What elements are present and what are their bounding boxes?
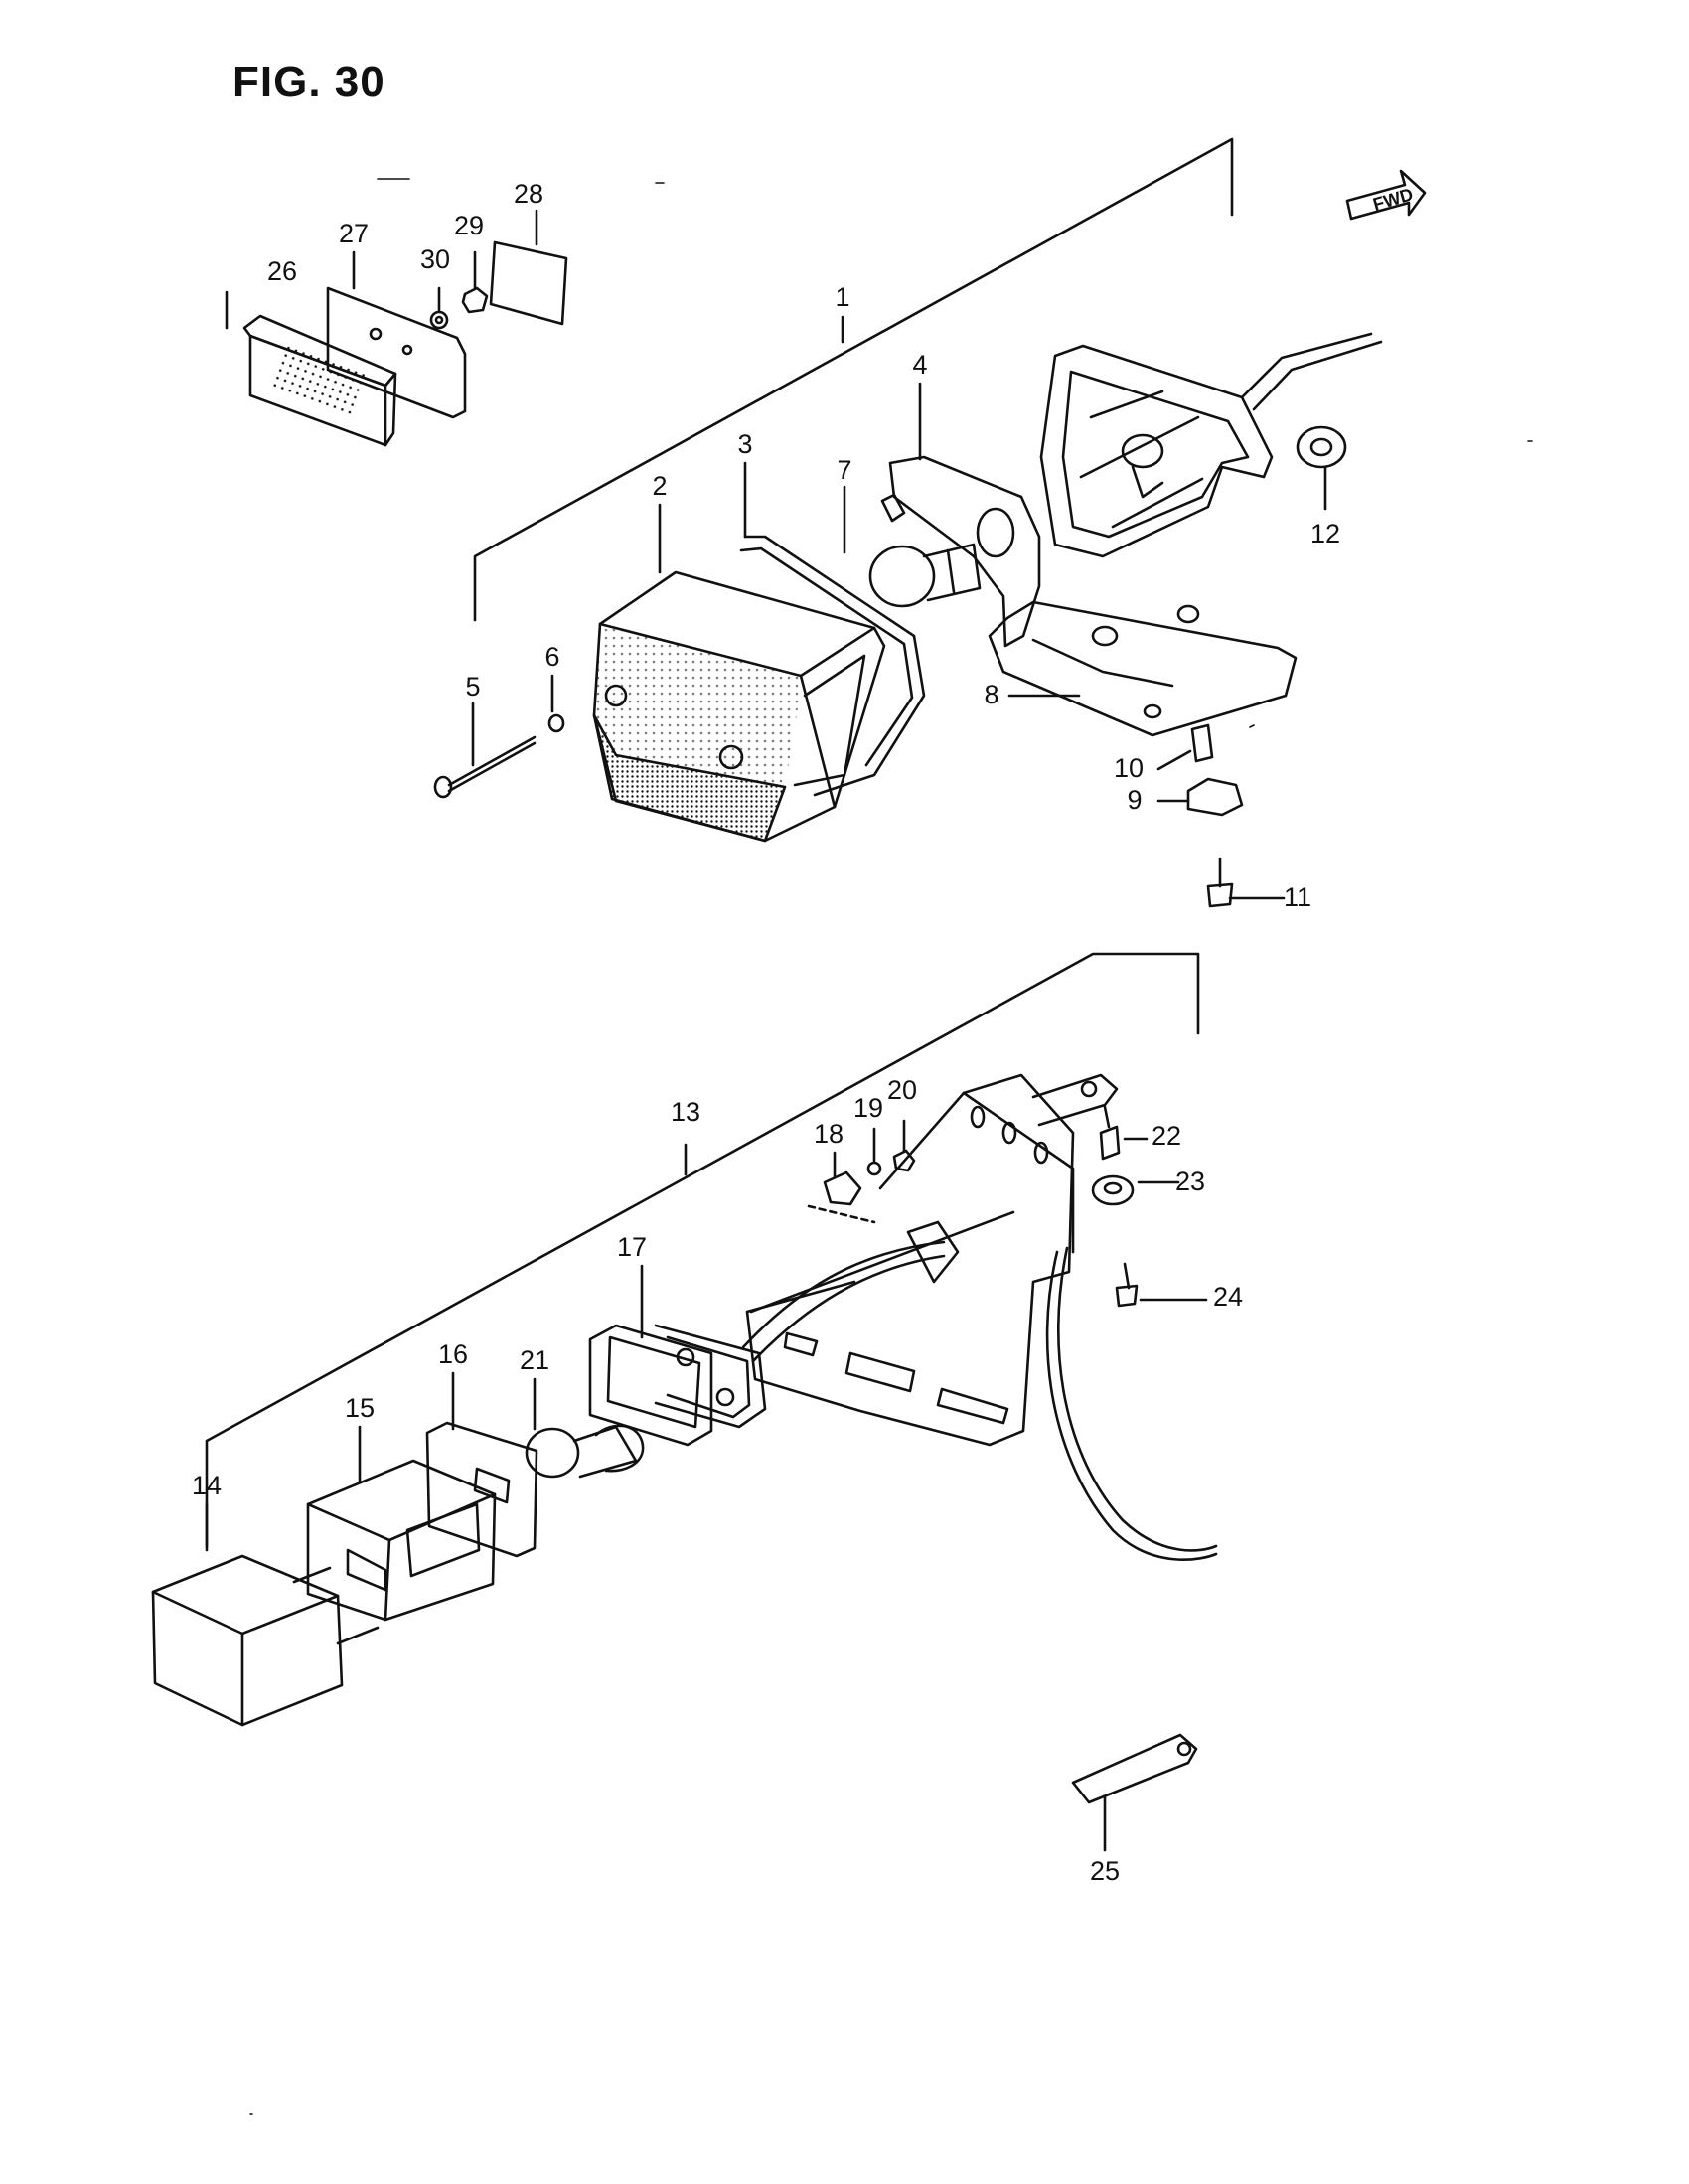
callout-19: 19	[853, 1093, 883, 1123]
figure-title: FIG. 30	[232, 58, 385, 106]
screw-5	[433, 702, 537, 799]
assembly-13-bracket	[205, 952, 1200, 1548]
callout-4: 4	[912, 350, 927, 380]
clamp-25	[1071, 1733, 1198, 1852]
bolt-24	[1115, 1262, 1208, 1308]
tail-lens-2	[592, 503, 886, 843]
socket-gasket-17	[588, 1264, 767, 1447]
housing-base-8	[988, 332, 1383, 737]
lens-14	[151, 1502, 380, 1727]
callout-24: 24	[1213, 1282, 1243, 1312]
callout-18: 18	[814, 1119, 844, 1149]
callout-29: 29	[454, 211, 484, 240]
nut-18	[807, 1151, 876, 1224]
reflector-26	[225, 290, 397, 447]
fwd-arrow-icon	[1345, 169, 1427, 221]
callout-23: 23	[1175, 1167, 1205, 1196]
plate-28	[489, 209, 568, 326]
bulb-7	[843, 485, 982, 608]
assembly-1-bracket	[473, 137, 1234, 622]
callout-27: 27	[339, 219, 369, 248]
callout-16: 16	[438, 1339, 468, 1369]
grommet-9	[1156, 777, 1244, 817]
callout-14: 14	[192, 1471, 222, 1500]
callout-26: 26	[267, 256, 297, 286]
nut-30	[429, 286, 449, 330]
callout-25: 25	[1090, 1856, 1120, 1886]
callout-13: 13	[671, 1097, 700, 1127]
callout-5: 5	[465, 672, 480, 702]
bulb-21	[525, 1377, 645, 1479]
callout-12: 12	[1310, 519, 1340, 548]
reflector-base-27	[326, 250, 467, 419]
callout-7: 7	[837, 455, 851, 485]
nut-20	[892, 1119, 916, 1172]
washer-19	[866, 1127, 882, 1176]
nut-29	[461, 250, 489, 314]
callout-9: 9	[1127, 785, 1142, 815]
license-bracket	[745, 1073, 1119, 1447]
callout-layer: 1234567891011121314151617181920212223242…	[192, 179, 1340, 1886]
bolt-11	[1206, 857, 1286, 908]
grommet-12	[1296, 425, 1347, 511]
callout-1: 1	[835, 282, 849, 312]
speck-marks	[249, 178, 1533, 2115]
callout-6: 6	[544, 642, 559, 672]
callout-15: 15	[345, 1393, 375, 1423]
collar-10	[1156, 723, 1214, 771]
lamp-case-15	[306, 1425, 497, 1622]
grommet-23	[1091, 1174, 1180, 1206]
callout-17: 17	[617, 1232, 647, 1262]
socket-plate-4	[880, 382, 1041, 648]
callout-2: 2	[652, 471, 667, 501]
washer-6	[547, 674, 565, 733]
wire	[741, 1240, 1218, 1561]
callout-22: 22	[1152, 1121, 1181, 1151]
callout-30: 30	[420, 244, 450, 274]
collar-22	[1099, 1105, 1149, 1161]
callout-21: 21	[520, 1345, 549, 1375]
callout-20: 20	[887, 1075, 917, 1105]
callout-8: 8	[984, 680, 998, 709]
callout-3: 3	[737, 429, 752, 459]
callout-28: 28	[514, 179, 543, 209]
callout-10: 10	[1114, 753, 1144, 783]
callout-11: 11	[1284, 882, 1311, 912]
gasket-3	[739, 461, 926, 797]
plate-16	[425, 1371, 538, 1558]
